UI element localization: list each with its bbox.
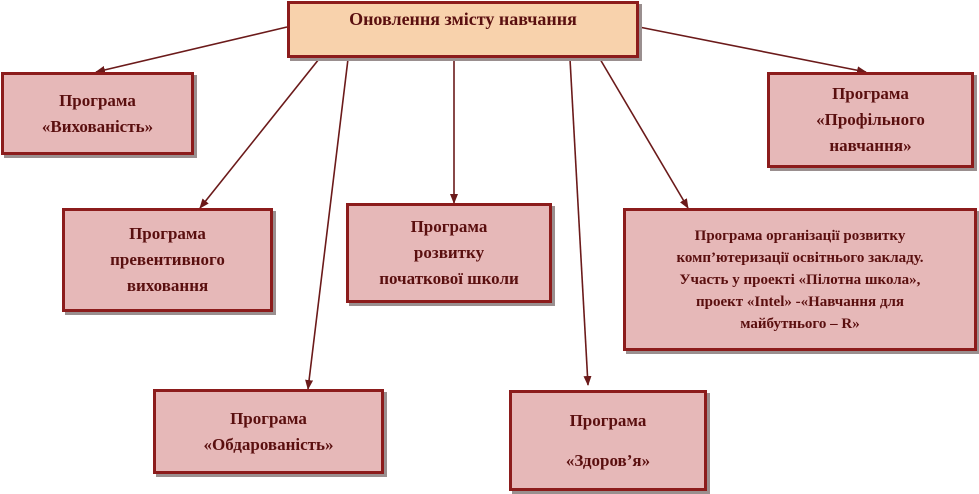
node-line: комп’ютеризації освітнього закладу.	[676, 249, 924, 266]
node-line: «Профільного	[816, 110, 925, 129]
node-line: Програма	[410, 217, 488, 236]
node-profilne: Програма «Профільного навчання»	[767, 72, 974, 168]
arrow-to-preventyvne	[199, 58, 320, 209]
node-line: проект «Intel» -«Навчання для	[695, 293, 905, 310]
node-line: розвитку	[413, 243, 485, 262]
node-line: Програма	[832, 84, 909, 103]
node-line: Програма організації розвитку	[694, 227, 906, 244]
node-vykhovanist: Програма «Вихованість»	[1, 72, 194, 155]
node-line: «Вихованість»	[41, 116, 154, 136]
node-line: майбутнього – R»	[740, 315, 860, 332]
node-line: навчання»	[829, 136, 912, 155]
arrow-to-profilne	[638, 26, 867, 75]
node-line: виховання	[126, 276, 209, 295]
node-line: Програма	[230, 408, 307, 428]
node-line: «Обдарованість»	[203, 434, 334, 454]
node-kompiuteryzatsiia: Програма організації розвитку комп’ютери…	[623, 208, 977, 351]
node-line: Програма	[129, 224, 206, 243]
node-line: Програма	[569, 410, 647, 430]
node-line: Участь у проекті «Пілотна школа»,	[679, 271, 921, 288]
root-label: Оновлення змісту навчання	[349, 9, 577, 29]
root-node: Оновлення змісту навчання	[287, 1, 639, 58]
arrow-to-zdorovia	[569, 58, 592, 386]
node-line: превентивного	[110, 250, 225, 269]
node-line: «Здоров’я»	[565, 450, 651, 470]
node-line: початкової школи	[379, 269, 519, 288]
node-line: Програма	[59, 90, 136, 110]
arrow-to-kompiuteryzatsiia	[599, 58, 689, 209]
node-pochatkova: Програма розвитку початкової школи	[346, 203, 552, 303]
node-preventyvne: Програма превентивного виховання	[62, 208, 273, 312]
node-obdarovanist: Програма «Обдарованість»	[153, 389, 384, 474]
node-zdorovia: Програма «Здоров’я»	[509, 390, 707, 491]
arrow-to-vykhovanist	[95, 26, 288, 74]
arrow-to-obdarovanist	[305, 58, 349, 390]
